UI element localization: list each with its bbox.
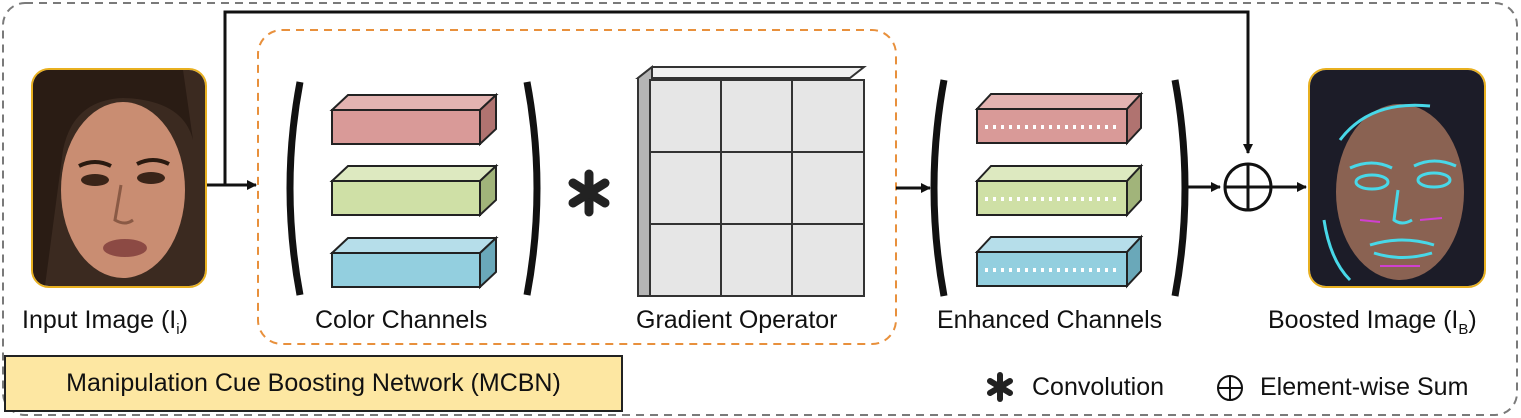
input-image-text: Input Image (I <box>22 306 177 334</box>
boosted-image-label: Boosted Image (IB) <box>1268 306 1477 338</box>
green-channel-bar <box>329 163 499 218</box>
enhanced-green-bar <box>974 163 1144 218</box>
legend-sum-icon <box>1217 375 1243 401</box>
enhanced-channels-label: Enhanced Channels <box>937 306 1163 334</box>
skip-connection-arrow <box>223 10 1253 185</box>
red-channel-bar <box>329 92 499 147</box>
input-image-subscript: i <box>176 321 180 338</box>
right-paren-color <box>523 81 541 296</box>
blue-channel-bar <box>329 235 499 290</box>
boosted-image-subscript: B <box>1458 321 1469 338</box>
element-wise-sum-symbol <box>1223 162 1273 212</box>
legend-convolution-label: Convolution <box>1032 373 1165 401</box>
left-paren-enhanced <box>930 79 948 297</box>
right-paren-enhanced <box>1171 79 1189 297</box>
color-channels-label: Color Channels <box>315 306 488 334</box>
boosted-image-close: ) <box>1468 306 1477 334</box>
network-title-box: Manipulation Cue Boosting Network (MCBN) <box>4 355 623 412</box>
input-image-label: Input Image (Ii) <box>22 306 188 338</box>
network-title: Manipulation Cue Boosting Network (MCBN) <box>66 369 561 397</box>
convolution-symbol <box>568 169 610 217</box>
enhanced-blue-bar <box>974 234 1144 289</box>
boosted-image-text: Boosted Image (I <box>1268 306 1459 334</box>
legend-convolution-icon <box>987 372 1013 402</box>
enhanced-red-bar <box>974 91 1144 146</box>
input-image-photo <box>31 68 207 288</box>
input-image-close: ) <box>179 306 188 334</box>
gradient-operator-grid <box>635 64 867 297</box>
boosted-image-photo <box>1308 68 1486 288</box>
gradient-operator-label: Gradient Operator <box>636 306 838 334</box>
legend-sum-label: Element-wise Sum <box>1260 373 1469 401</box>
left-paren-color <box>286 81 304 296</box>
